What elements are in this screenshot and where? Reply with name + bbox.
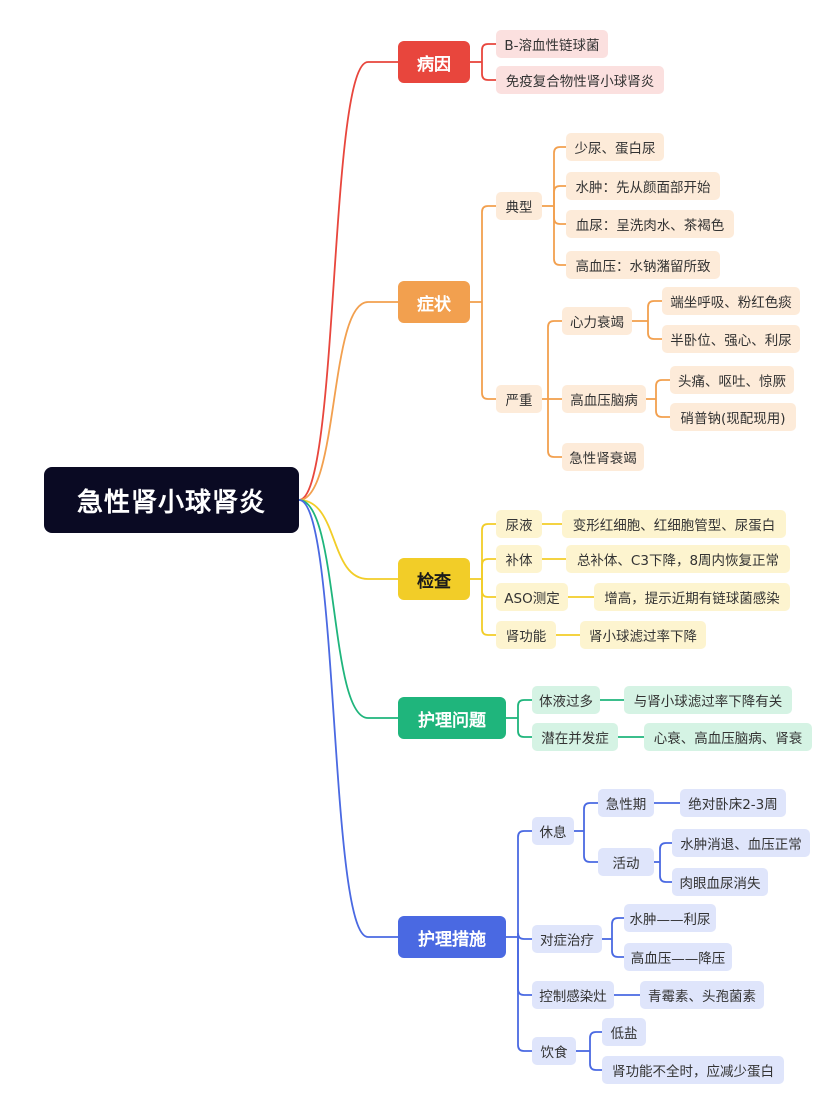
severe-heart-failure[interactable]: 心力衰竭	[562, 307, 632, 335]
measure-diet[interactable]: 饮食	[532, 1037, 576, 1065]
exam-urine[interactable]: 尿液	[496, 510, 542, 538]
symptom-typical[interactable]: 典型	[496, 192, 542, 220]
edge-heart-1	[647, 321, 662, 340]
cause-item-2[interactable]: 免疫复合物性肾小球肾炎	[496, 66, 664, 94]
root-node[interactable]: 急性肾小球肾炎	[44, 467, 299, 533]
exam-aso-value[interactable]: 增高，提示近期有链球菌感染	[594, 583, 790, 611]
edge-measure-0	[517, 830, 532, 937]
typical-item-2[interactable]: 水肿：先从颜面部开始	[566, 172, 720, 200]
exam-aso[interactable]: ASO测定	[496, 583, 568, 611]
problem-complication-value[interactable]: 心衰、高血压脑病、肾衰	[644, 723, 812, 751]
branch-exam[interactable]: 检查	[398, 558, 470, 600]
branch-cause[interactable]: 病因	[398, 41, 470, 83]
edge-activity-0	[659, 842, 672, 862]
rest-acute-phase-value[interactable]: 绝对卧床2-3周	[680, 789, 786, 817]
activity-item-1[interactable]: 水肿消退、血压正常	[672, 829, 810, 857]
edge-cause-1	[481, 62, 496, 81]
heart-item-1[interactable]: 端坐呼吸、粉红色痰	[662, 287, 800, 315]
typical-item-4[interactable]: 高血压：水钠潴留所致	[566, 251, 720, 279]
measure-rest[interactable]: 休息	[532, 817, 574, 845]
severe-acute-renal-failure[interactable]: 急性肾衰竭	[562, 443, 644, 471]
treat-item-1[interactable]: 水肿——利尿	[624, 904, 716, 932]
branch-nursing-problem[interactable]: 护理问题	[398, 697, 506, 739]
problem-fluid-excess[interactable]: 体液过多	[532, 686, 600, 714]
edge-problem-1	[517, 718, 532, 738]
edge-symptom-0	[481, 205, 496, 302]
edge-root-problem	[298, 499, 398, 719]
edge-root-exam	[298, 499, 398, 580]
typical-item-3[interactable]: 血尿：呈洗肉水、茶褐色	[566, 210, 734, 238]
edge-severe-0	[547, 320, 562, 399]
rest-acute-phase[interactable]: 急性期	[598, 789, 654, 817]
exam-complement[interactable]: 补体	[496, 545, 542, 573]
measure-infection-control[interactable]: 控制感染灶	[532, 981, 614, 1009]
edge-measure-1	[517, 932, 532, 940]
edge-treat-1	[611, 939, 624, 958]
edge-exam-0	[481, 523, 496, 579]
diet-item-1[interactable]: 低盐	[602, 1018, 646, 1046]
brain-item-2[interactable]: 硝普钠(现配现用)	[670, 403, 796, 431]
edge-exam-3	[481, 579, 496, 636]
typical-item-1[interactable]: 少尿、蛋白尿	[566, 133, 664, 161]
edge-cause-0	[481, 43, 496, 62]
brain-item-1[interactable]: 头痛、呕吐、惊厥	[670, 366, 794, 394]
treat-item-2[interactable]: 高血压——降压	[624, 943, 732, 971]
edge-diet-0	[589, 1031, 602, 1051]
edge-diet-1	[589, 1051, 602, 1071]
branch-symptom[interactable]: 症状	[398, 281, 470, 323]
diet-item-2[interactable]: 肾功能不全时，应减少蛋白	[602, 1056, 784, 1084]
heart-item-2[interactable]: 半卧位、强心、利尿	[662, 325, 800, 353]
problem-complication[interactable]: 潜在并发症	[532, 723, 618, 751]
exam-renal-function[interactable]: 肾功能	[496, 621, 556, 649]
edge-typical-2	[553, 206, 566, 225]
edge-activity-1	[659, 862, 672, 883]
edge-typical-1	[553, 185, 566, 206]
severe-hypertensive-encephalopathy[interactable]: 高血压脑病	[562, 385, 646, 413]
edge-root-symptom	[298, 301, 398, 501]
edge-heart-0	[647, 300, 662, 321]
rest-activity[interactable]: 活动	[598, 848, 654, 876]
branch-nursing-measure[interactable]: 护理措施	[398, 916, 506, 958]
activity-item-2[interactable]: 肉眼血尿消失	[672, 868, 768, 896]
edge-measure-2	[517, 937, 532, 996]
problem-fluid-excess-value[interactable]: 与肾小球滤过率下降有关	[624, 686, 792, 714]
edge-rest-1	[583, 831, 598, 863]
exam-renal-function-value[interactable]: 肾小球滤过率下降	[580, 621, 706, 649]
cause-item-1[interactable]: Β-溶血性链球菌	[496, 30, 608, 58]
edge-typical-3	[553, 206, 566, 266]
measure-symptomatic-treatment[interactable]: 对症治疗	[532, 925, 602, 953]
edge-measure-3	[517, 937, 532, 1052]
infection-control-value[interactable]: 青霉素、头孢菌素	[640, 981, 764, 1009]
symptom-severe[interactable]: 严重	[496, 385, 542, 413]
edge-symptom-1	[481, 302, 496, 400]
edge-exam-2	[481, 579, 496, 598]
edge-treat-0	[611, 917, 624, 939]
edge-brain-1	[655, 399, 670, 418]
edge-severe-2	[547, 399, 562, 458]
edge-rest-0	[583, 802, 598, 831]
edge-root-cause	[298, 61, 398, 501]
exam-complement-value[interactable]: 总补体、C3下降，8周内恢复正常	[566, 545, 790, 573]
edge-root-measure	[298, 499, 398, 938]
edge-problem-0	[517, 699, 532, 718]
edge-typical-0	[553, 146, 566, 206]
exam-urine-value[interactable]: 变形红细胞、红细胞管型、尿蛋白	[562, 510, 786, 538]
edge-exam-1	[481, 558, 496, 579]
edge-brain-0	[655, 379, 670, 399]
